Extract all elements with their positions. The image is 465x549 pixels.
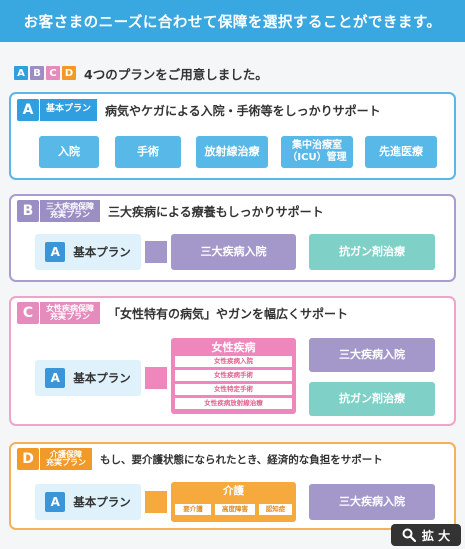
plan-a-card: A 基本プラン 病気やケガによる入院・手術等をしっかりサポート 入院 手術 放射… bbox=[9, 92, 456, 180]
plus-icon bbox=[145, 491, 167, 513]
plan-d-group-item: 認知症 bbox=[259, 504, 292, 515]
plan-b-base-letter: A bbox=[45, 242, 66, 262]
plan-d-tag-line2: 充実プラン bbox=[46, 458, 86, 467]
plan-c-group-item: 女性疾病入院 bbox=[175, 356, 292, 367]
plan-d-letter: D bbox=[17, 448, 39, 470]
letter-b-badge: B bbox=[30, 66, 44, 80]
plan-a-letter: A bbox=[17, 99, 39, 121]
plan-d-item-cancer-hospitalization: 三大疾病入院 bbox=[309, 484, 435, 520]
plan-d-tag-line1: 介護保障 bbox=[50, 449, 82, 459]
plan-c-tag-line1: 女性疾病保障 bbox=[46, 303, 94, 313]
plan-a-headline: 病気やケガによる入院・手術等をしっかりサポート bbox=[105, 103, 381, 118]
magnifier-icon bbox=[402, 528, 416, 542]
plan-b-card: B 三大疾病保障 充実プラン 三大疾病による療養もしっかりサポート A 基本プラ… bbox=[9, 194, 456, 282]
plan-a-tag: 基本プラン bbox=[40, 99, 98, 121]
plan-c-group-item: 女性特定手術 bbox=[175, 384, 292, 395]
plan-b-tag-line2: 充実プラン bbox=[50, 210, 90, 219]
plan-c-base-plan: A 基本プラン bbox=[35, 360, 141, 396]
plan-b-base-plan: A 基本プラン bbox=[35, 234, 141, 270]
plan-a-item-surgery: 手術 bbox=[115, 136, 181, 168]
plan-b-letter: B bbox=[17, 200, 39, 222]
plan-d-base-letter: A bbox=[45, 492, 66, 512]
plan-a-header: A 基本プラン 病気やケガによる入院・手術等をしっかりサポート bbox=[17, 96, 381, 124]
plan-d-group-item: 要介護 bbox=[175, 504, 211, 515]
plan-c-headline: 「女性特有の病気」やガンを幅広くサポート bbox=[108, 306, 349, 321]
plan-a-item-icu: 集中治療室 （ICU）管理 bbox=[281, 136, 353, 168]
plan-a-item-advanced-medicine: 先進医療 bbox=[365, 136, 437, 168]
plan-c-female-disease-group: 女性疾病 女性疾病入院 女性疾病手術 女性特定手術 女性疾病放射線治療 bbox=[171, 338, 296, 414]
plan-c-base-label: 基本プラン bbox=[73, 370, 131, 385]
plan-b-tag-line1: 三大疾病保障 bbox=[46, 201, 94, 211]
plan-b-item-anticancer-treatment: 抗ガン剤治療 bbox=[309, 234, 435, 270]
zoom-button[interactable]: 拡 大 bbox=[391, 524, 461, 546]
plan-d-card: D 介護保障 充実プラン もし、要介護状態になられたとき、経済的な負担をサポート… bbox=[9, 442, 456, 530]
letter-d-badge: D bbox=[62, 66, 76, 80]
plan-c-base-letter: A bbox=[45, 368, 66, 388]
plan-b-base-label: 基本プラン bbox=[73, 244, 131, 259]
plan-c-letter: C bbox=[17, 302, 39, 324]
plan-d-base-label: 基本プラン bbox=[73, 494, 131, 509]
plan-d-care-group: 介護 要介護 高度障害 認知症 bbox=[171, 482, 296, 522]
plan-c-header: C 女性疾病保障 充実プラン 「女性特有の病気」やガンを幅広くサポート bbox=[17, 299, 348, 327]
plan-b-item-cancer-hospitalization: 三大疾病入院 bbox=[171, 234, 296, 270]
plan-d-base-plan: A 基本プラン bbox=[35, 484, 141, 520]
plan-c-tag-line2: 充実プラン bbox=[50, 312, 90, 321]
intro-row: A B C D 4つのプランをご用意しました。 bbox=[14, 62, 268, 84]
plan-c-group-item: 女性疾病手術 bbox=[175, 370, 292, 381]
header-title: お客さまのニーズに合わせて保障を選択することができます。 bbox=[23, 14, 442, 31]
page-header: お客さまのニーズに合わせて保障を選択することができます。 bbox=[0, 0, 465, 42]
plan-d-header: D 介護保障 充実プラン もし、要介護状態になられたとき、経済的な負担をサポート bbox=[17, 445, 383, 473]
plan-a-item-radiation: 放射線治療 bbox=[196, 136, 268, 168]
letter-c-badge: C bbox=[46, 66, 60, 80]
plan-b-header: B 三大疾病保障 充実プラン 三大疾病による療養もしっかりサポート bbox=[17, 197, 324, 225]
plus-icon bbox=[145, 241, 167, 263]
plan-b-headline: 三大疾病による療養もしっかりサポート bbox=[108, 204, 324, 219]
plan-d-group-item: 高度障害 bbox=[215, 504, 255, 515]
plan-c-item-anticancer-treatment: 抗ガン剤治療 bbox=[309, 382, 435, 416]
plan-c-card: C 女性疾病保障 充実プラン 「女性特有の病気」やガンを幅広くサポート A 基本… bbox=[9, 296, 456, 426]
zoom-label: 拡 大 bbox=[421, 528, 451, 543]
plan-c-item-cancer-hospitalization: 三大疾病入院 bbox=[309, 338, 435, 372]
plan-c-group-item: 女性疾病放射線治療 bbox=[175, 398, 292, 409]
intro-text: 4つのプランをご用意しました。 bbox=[84, 66, 268, 82]
plan-c-group-title: 女性疾病 bbox=[211, 341, 256, 354]
plan-b-tag: 三大疾病保障 充実プラン bbox=[40, 200, 100, 222]
plan-a-item-hospitalization: 入院 bbox=[39, 136, 99, 168]
plan-d-group-title: 介護 bbox=[223, 485, 244, 497]
letter-a-badge: A bbox=[14, 66, 28, 80]
plan-c-tag: 女性疾病保障 充実プラン bbox=[40, 302, 100, 324]
plan-d-headline: もし、要介護状態になられたとき、経済的な負担をサポート bbox=[100, 453, 383, 466]
plan-d-tag: 介護保障 充実プラン bbox=[40, 448, 92, 470]
plus-icon bbox=[145, 367, 167, 389]
